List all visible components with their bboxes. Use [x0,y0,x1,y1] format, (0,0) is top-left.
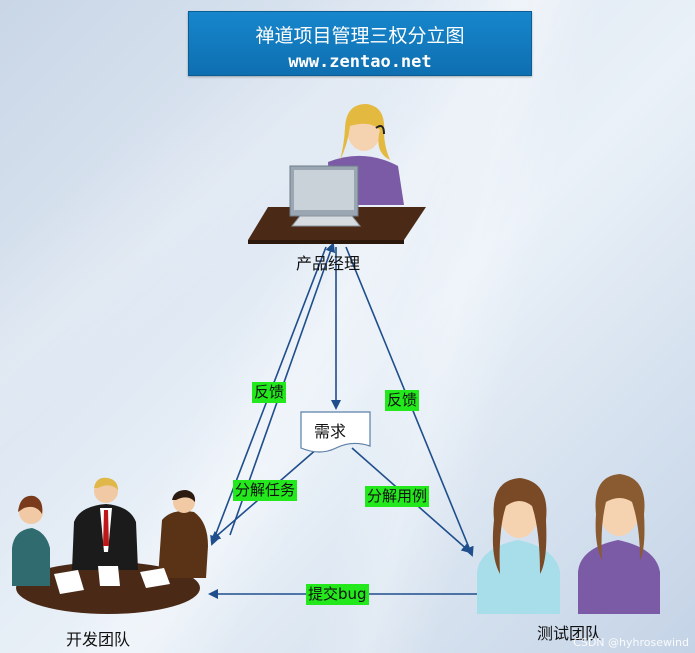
requirement-document [300,411,371,453]
feedback-left-tag: 反馈 [252,382,287,403]
test-team-figure [477,474,660,614]
csdn-watermark: CSDN @hyhrosewind [573,636,689,649]
requirement-label: 需求 [314,422,347,441]
title-banner: 禅道项目管理三权分立图 www.zentao.net [188,11,532,76]
dev-team-figure [12,477,208,614]
test-team-label: 测试团队 [537,624,602,643]
website-url: www.zentao.net [288,52,432,72]
decompose-cases-tag: 分解用例 [365,486,430,507]
diagram-title: 禅道项目管理三权分立图 [255,25,465,47]
feedback-right-tag: 反馈 [385,390,420,411]
product-manager-figure [248,104,426,244]
product-manager-label: 产品经理 [296,254,361,273]
submit-bug-tag: 提交bug [306,584,369,605]
decompose-tasks-tag: 分解任务 [233,480,298,501]
dev-team-label: 开发团队 [66,630,131,649]
